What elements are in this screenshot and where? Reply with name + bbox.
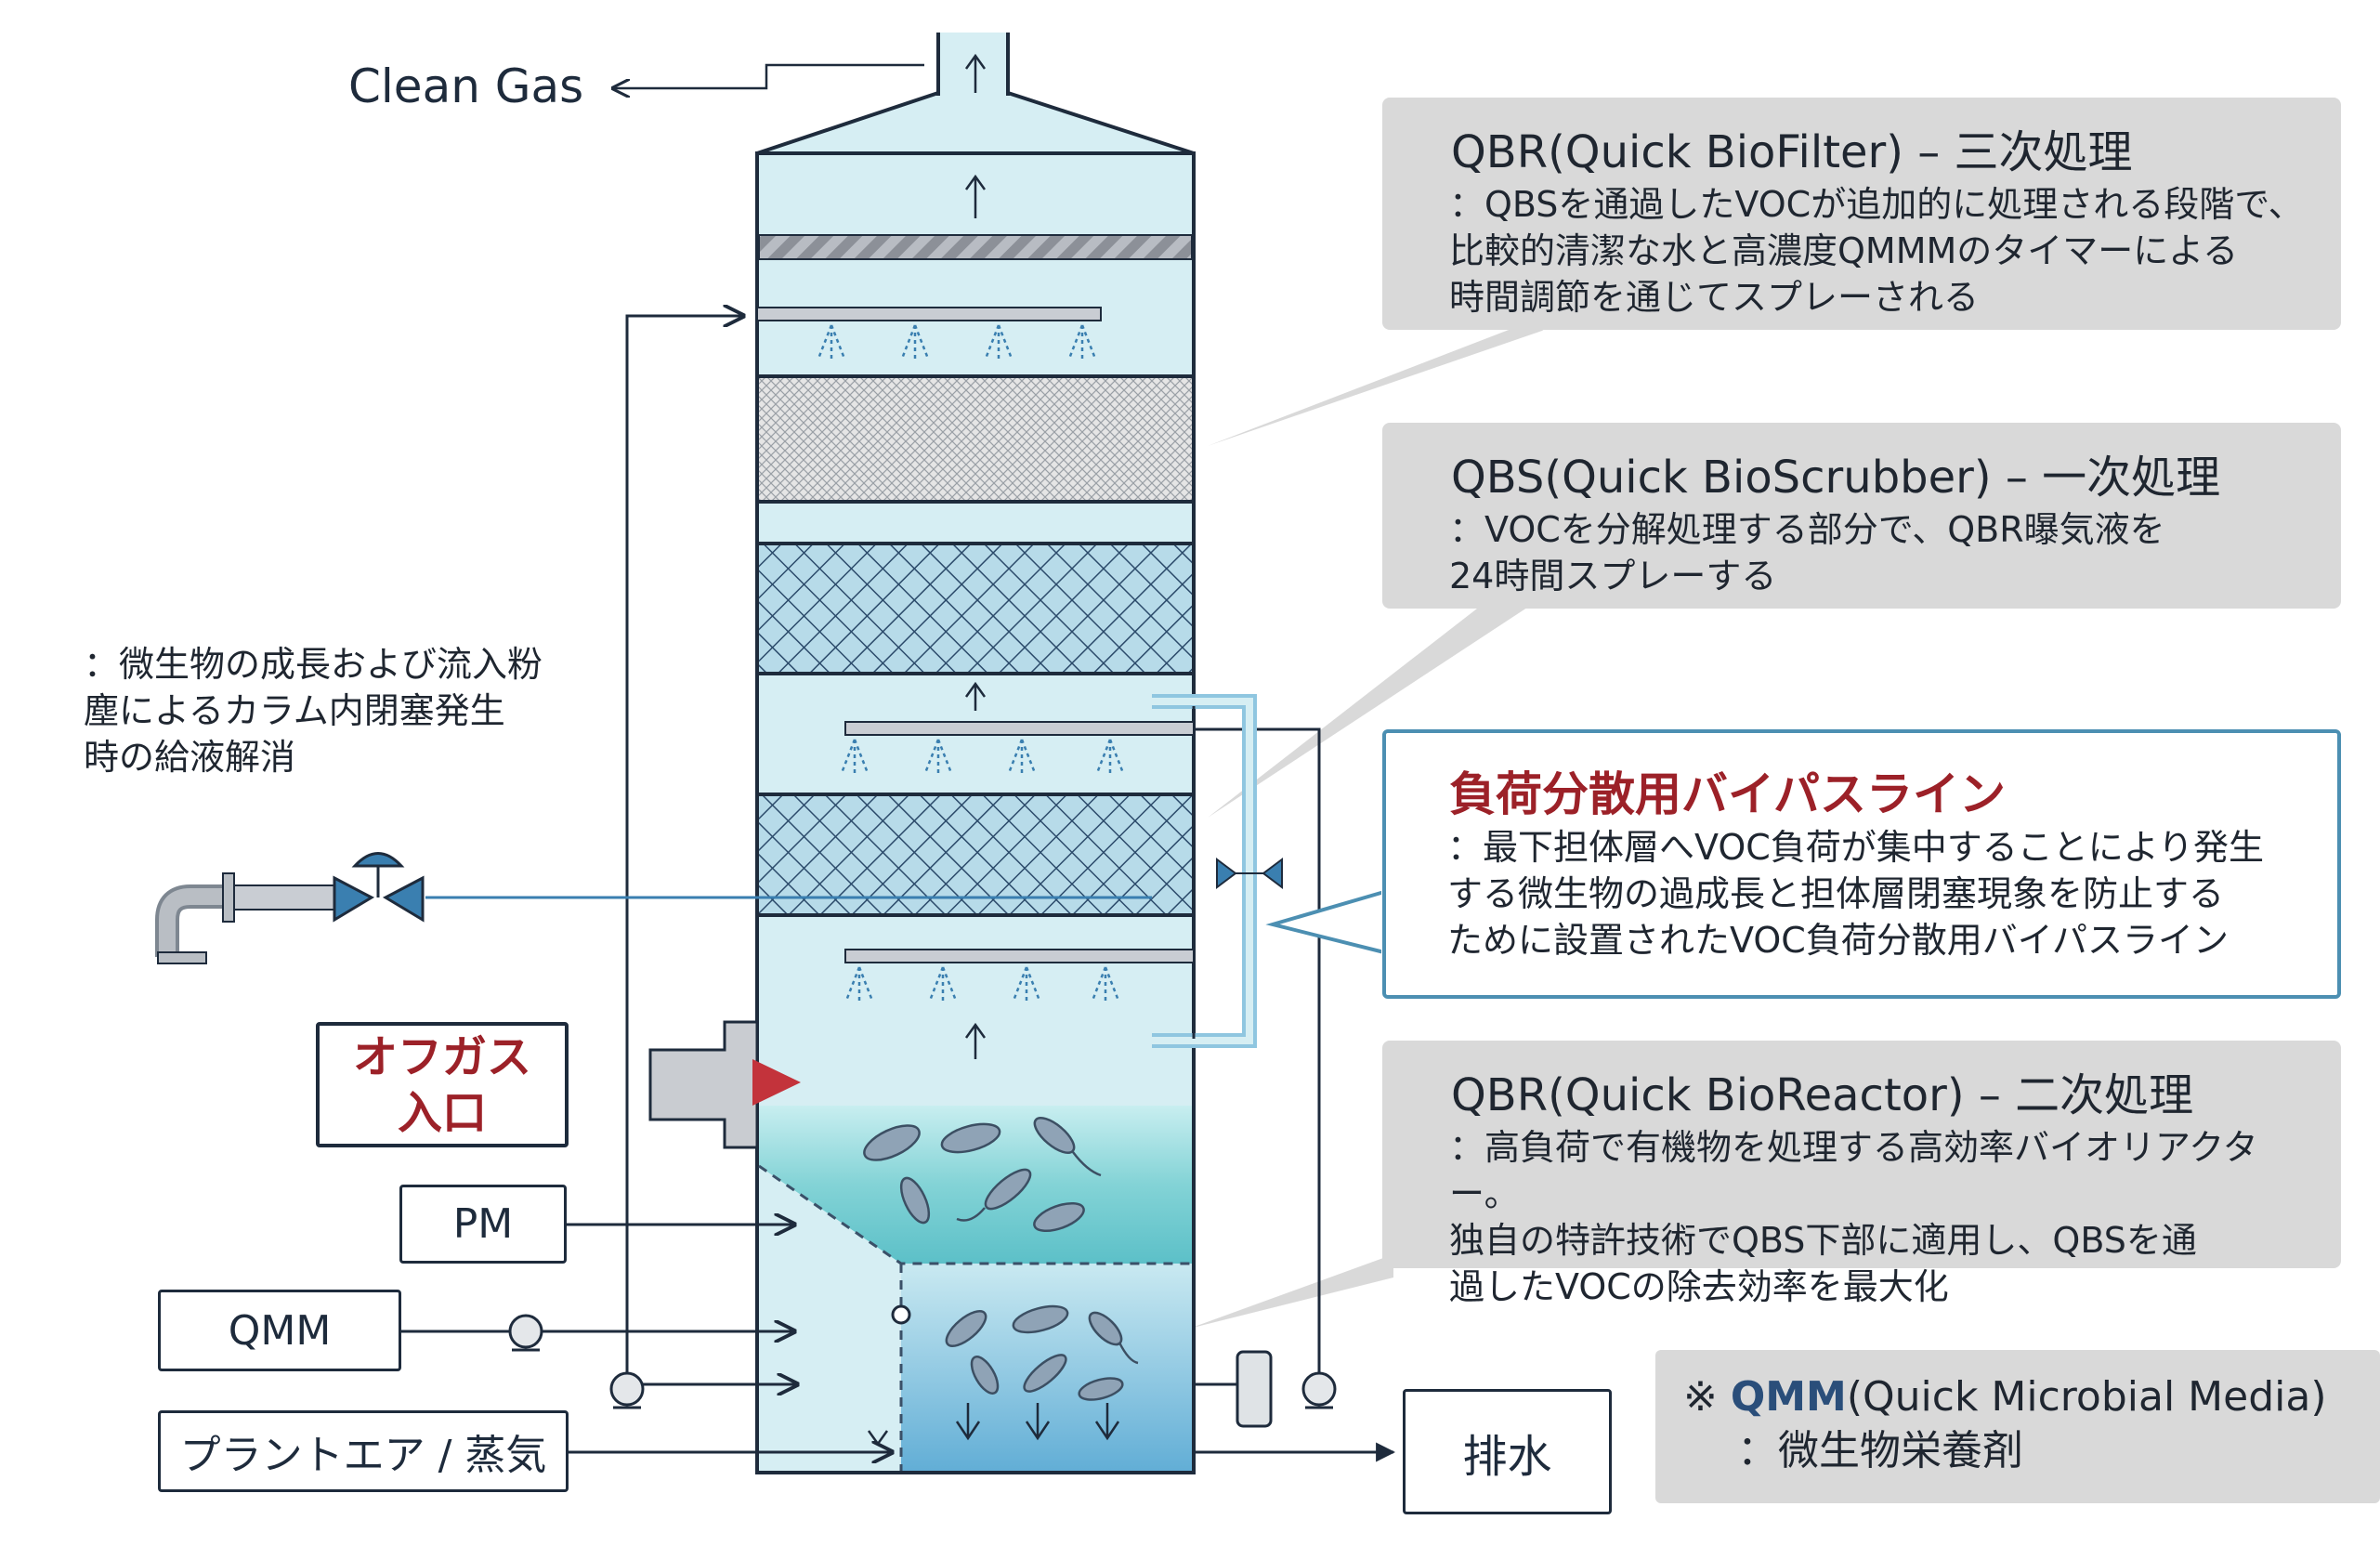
callout-bypass-body: ：最下担体層へVOC負荷が集中することにより発生 する微生物の過成長と担体層閉塞… [1447,827,2265,961]
microbes-sump [945,1304,1139,1401]
gas-flow-arrows [964,53,987,1059]
callout-qbr-bioreactor-body: ：高負荷で有機物を処理する高効率バイオリアクター。 独自の特許技術でQBS下部に… [1449,1127,2258,1307]
recirculation-pump [609,1371,645,1407]
spray-header-bottom [844,949,1195,1002]
drain-label: 排水 [1403,1389,1612,1514]
tower-stack [938,33,1008,98]
sump-arrows [867,1403,1120,1447]
tower-hood [756,91,1195,155]
media-layer-biofilter [759,378,1192,500]
clean-gas-label: Clean Gas [348,59,584,113]
qmm-note-full: (Quick Microbial Media) [1846,1373,2327,1421]
demister [758,234,1193,260]
right-recirculation-line [1194,727,1321,1380]
tower [755,33,1196,1474]
qmm-note-abbr: QMM [1730,1373,1847,1421]
level-sensor [891,1304,911,1325]
callout-pointer-bioscrubber [1208,604,1533,818]
callout-qbr-biofilter: QBR(Quick BioFilter) – 三次処理 ：QBSを通過したVOC… [1382,98,2341,330]
qmm-note-desc: ：微生物栄養剤 [1737,1427,2023,1474]
right-pump [1301,1371,1337,1407]
callout-bypass: 負荷分散用バイパスライン ：最下担体層へVOC負荷が集中することにより発生 する… [1382,729,2341,999]
media-layer-upper [759,545,1192,672]
callout-bypass-title: 負荷分散用バイパスライン [1449,767,2006,821]
qmm-pump [508,1314,543,1349]
offgas-inlet [567,1020,801,1149]
callout-qbr-biofilter-title: QBR(Quick BioFilter) – 三次処理 [1451,126,2133,178]
callout-qbr-biofilter-body: ：QBSを通過したVOCが追加的に処理される段階で、 比較的清潔な水と高濃度QM… [1449,184,2304,318]
qmm-note-mark: ※ [1683,1373,1731,1421]
microbes-liquid [863,1117,1102,1233]
offgas-inlet-label: オフガス 入口 [316,1022,569,1147]
sump-divider [758,1164,1192,1471]
spray-header-top [756,307,1102,360]
callout-qbr-bioreactor: QBR(Quick BioReactor) – 二次処理 ：高負荷で有機物を処理… [1382,1041,2341,1307]
callout-pointer-biofilter [1208,295,1598,446]
media-layer-lower [759,796,1192,913]
callout-qbs-bioscrubber-body: ：VOCを分解処理する部分で、QBR曝気液を 24時間スプレーする [1449,509,2165,596]
wash-water-valve[interactable] [333,852,425,923]
qmm-note: ※ QMM(Quick Microbial Media) ：微生物栄養剤 [1655,1350,2380,1503]
callout-qbr-bioreactor-title: QBR(Quick BioReactor) – 二次処理 [1451,1069,2194,1121]
qmm-label: QMM [158,1290,401,1371]
callout-qbs-bioscrubber: QBS(Quick BioScrubber) – 一次処理 ：VOCを分解処理す… [1382,423,2341,609]
callout-qbs-bioscrubber-title: QBS(Quick BioScrubber) – 一次処理 [1451,452,2221,504]
dosing-tank [1236,1350,1273,1428]
callout-pointer-bioreactor [1189,1254,1393,1329]
wash-water-pipe [155,872,335,964]
recirculation-line [625,316,743,1384]
bypass-pointer [1265,890,1385,954]
plant-air-label: プラントエア / 蒸気 [158,1410,569,1492]
wash-water-note: ：微生物の成長および流入粉 塵によるカラム内閉塞発生 時の給液解消 [84,644,543,778]
bypass-line [1152,694,1283,1048]
clean-gas-line [613,63,924,88]
pm-label: PM [399,1185,567,1264]
